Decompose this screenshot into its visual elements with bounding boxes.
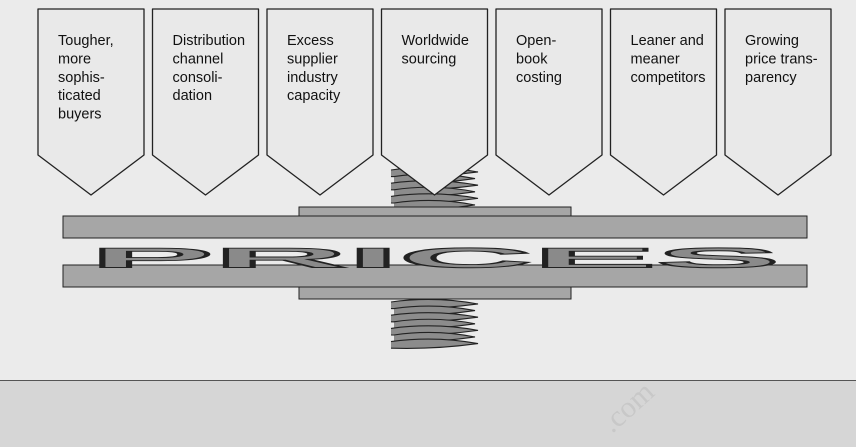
pressure-label-line: industry — [287, 70, 339, 86]
pressure-label-line: Tougher, — [58, 33, 114, 49]
arrow-shape — [609, 8, 718, 196]
pressure-label-line: meaner — [631, 51, 680, 67]
prices-word: PRICES — [90, 243, 780, 274]
arrow-shape — [380, 8, 489, 196]
pressure-arrows: Tougher, more sophis-ticated buyers Distribu… — [37, 8, 832, 196]
pressure-label-line: capacity — [287, 88, 341, 104]
footer-band — [0, 380, 856, 447]
pressure-label-line: sophis- — [58, 70, 105, 86]
pressure-label-line: dation — [173, 88, 213, 104]
pressure-label-line: consoli- — [173, 70, 223, 86]
pressure-label-line: more — [58, 51, 91, 67]
pressure-arrow: Growing price trans-parency — [724, 8, 832, 196]
pressure-label-line: Worldwide — [402, 33, 469, 49]
pressure-label-line: sourcing — [402, 51, 457, 67]
lower-screw — [390, 298, 479, 349]
arrow-shape — [495, 8, 603, 196]
upper-press-plate — [62, 215, 808, 239]
pressure-label-line: parency — [745, 70, 797, 86]
pressure-arrow: Leaner and meaner competitors — [609, 8, 718, 196]
pressure-label-line: buyers — [58, 107, 102, 123]
arrow-shape — [37, 8, 145, 196]
pressure-arrow: Open-book costing — [495, 8, 603, 196]
pressure-arrow: Tougher, more sophis-ticated buyers — [37, 8, 145, 196]
pressure-arrow: Excess supplier industry capacity — [266, 8, 374, 196]
arrow-shape — [151, 8, 260, 196]
pressure-label-line: costing — [516, 70, 562, 86]
pressure-arrow: Distribution channel consoli-dation — [151, 8, 260, 196]
pressure-label-line: Open- — [516, 33, 556, 49]
arrow-shape — [724, 8, 832, 196]
pressure-label-line: Growing — [745, 33, 799, 49]
pressure-label-line: Distribution — [173, 33, 246, 49]
pressure-arrow: Worldwide sourcing — [380, 8, 489, 196]
pressure-label-line: competitors — [631, 70, 706, 86]
lower-clamp-plate — [298, 286, 572, 300]
screw-thread — [390, 338, 479, 349]
pressure-label-line: book — [516, 51, 548, 67]
pressure-label-line: supplier — [287, 51, 338, 67]
arrow-shape — [266, 8, 374, 196]
upper-clamp-plate — [298, 206, 572, 217]
pressure-label-line: Leaner and — [631, 33, 704, 49]
pressure-label-line: Excess — [287, 33, 334, 49]
pressure-label-line: ticated — [58, 88, 101, 104]
pressure-label-line: channel — [173, 51, 224, 67]
pressure-label-line: price trans- — [745, 51, 818, 67]
